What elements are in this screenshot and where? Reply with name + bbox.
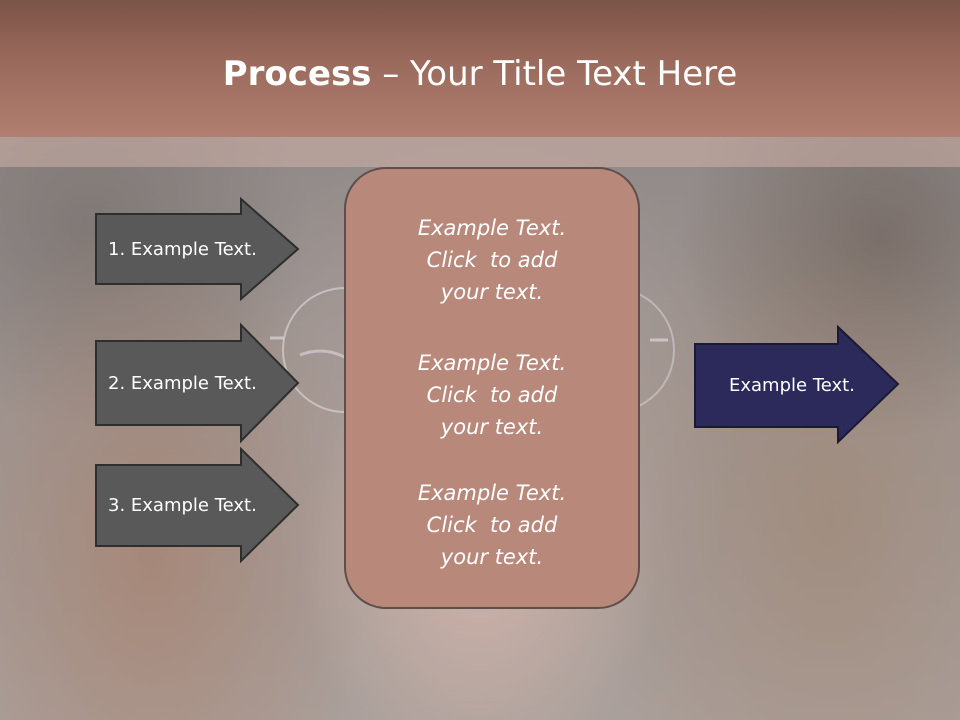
center-text-3-line1: Example Text. (417, 481, 567, 505)
center-text-1-line1: Example Text. (417, 216, 567, 240)
input-arrow-2-shape (95, 322, 300, 444)
input-arrow-1[interactable]: 1. Example Text. (95, 196, 300, 302)
output-arrow-shape (694, 324, 900, 445)
center-text-2-line1: Example Text. (417, 351, 567, 375)
center-text-3-line3: your text. (440, 545, 544, 569)
title-rest: – Your Title Text Here (371, 54, 738, 94)
center-text-1-line3: your text. (440, 280, 544, 304)
output-arrow-label: Example Text. (729, 374, 855, 396)
center-text-2[interactable]: Example Text. Click to add your text. (344, 347, 640, 443)
input-arrow-1-shape (95, 196, 300, 302)
center-process-box[interactable] (344, 167, 640, 609)
slide-title: Process – Your Title Text Here (0, 52, 960, 96)
input-arrow-1-label: 1. Example Text. (108, 238, 257, 260)
input-arrow-2-label: 2. Example Text. (108, 372, 257, 394)
input-arrow-3-shape (95, 446, 300, 564)
output-arrow[interactable]: Example Text. (694, 324, 900, 445)
input-arrow-3-label: 3. Example Text. (108, 495, 257, 516)
center-text-3-line2: Click to add (426, 513, 558, 537)
input-arrow-2[interactable]: 2. Example Text. (95, 322, 300, 444)
center-text-3[interactable]: Example Text. Click to add your text. (344, 477, 640, 573)
input-arrow-3[interactable]: 3. Example Text. (95, 446, 300, 564)
title-bar (0, 0, 960, 137)
center-text-1[interactable]: Example Text. Click to add your text. (344, 212, 640, 308)
center-text-2-line2: Click to add (426, 383, 558, 407)
title-band (0, 137, 960, 167)
center-text-2-line3: your text. (440, 415, 544, 439)
center-text-1-line2: Click to add (426, 248, 558, 272)
title-bold: Process (222, 54, 372, 94)
